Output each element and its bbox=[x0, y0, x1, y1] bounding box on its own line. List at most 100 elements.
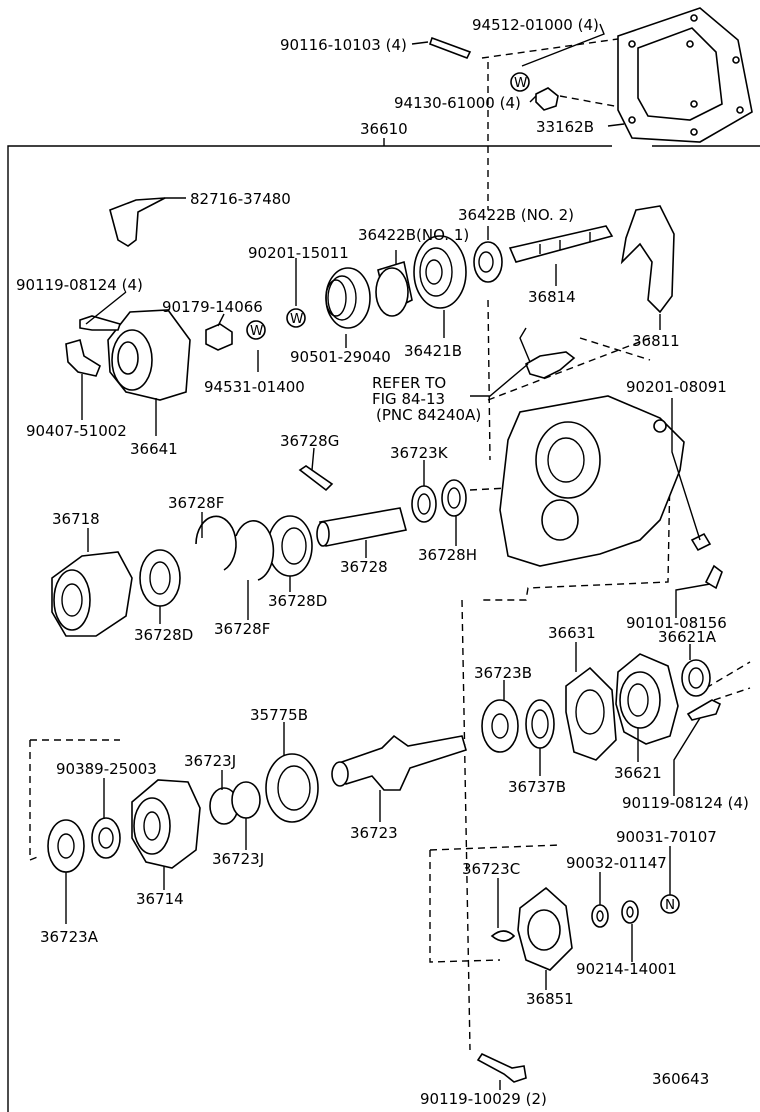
label-90101-08156: 90101-08156 bbox=[626, 614, 727, 632]
svg-text:W: W bbox=[514, 75, 527, 91]
label-35775B: 35775B bbox=[250, 706, 308, 724]
small-washer bbox=[621, 900, 639, 924]
label-36851: 36851 bbox=[526, 990, 574, 1008]
label-90119-08124-b: 90119-08124 (4) bbox=[622, 794, 749, 812]
label-90407-51002: 90407-51002 bbox=[26, 422, 127, 440]
output-bearing bbox=[481, 699, 519, 753]
drive-gear bbox=[265, 753, 319, 823]
main-frame bbox=[7, 145, 760, 1112]
bolt-icon bbox=[476, 1052, 527, 1083]
label-90116-10103: 90116-10103 (4) bbox=[280, 36, 407, 54]
rear-cover bbox=[517, 886, 573, 971]
label-82716-37480: 82716-37480 bbox=[190, 190, 291, 208]
label-36422B-no1: 36422B(NO. 1) bbox=[358, 226, 469, 244]
drain-plug bbox=[690, 532, 712, 552]
label-36723J-top: 36723J bbox=[184, 752, 236, 770]
washer-icon: W bbox=[246, 320, 266, 340]
clutch-hub bbox=[413, 235, 467, 309]
label-36714: 36714 bbox=[136, 890, 184, 908]
stud-bolt bbox=[428, 36, 472, 60]
small-washer bbox=[591, 904, 609, 928]
label-36728F-bottom: 36728F bbox=[214, 620, 270, 638]
label-33162B: 33162B bbox=[536, 118, 594, 136]
idler-gear bbox=[51, 551, 133, 637]
oil-seal bbox=[681, 659, 711, 697]
transfer-case bbox=[499, 395, 685, 567]
plug-icon bbox=[205, 323, 233, 351]
label-36728H: 36728H bbox=[418, 546, 477, 564]
roll-pin bbox=[298, 465, 334, 492]
nut-icon: N bbox=[660, 894, 680, 914]
label-36728F-top: 36728F bbox=[168, 494, 224, 512]
washer-icon: W bbox=[286, 308, 306, 328]
label-90389-25003: 90389-25003 bbox=[56, 760, 157, 778]
output-shaft bbox=[331, 734, 467, 791]
label-36728G: 36728G bbox=[280, 432, 339, 450]
bolt-icon bbox=[79, 315, 122, 331]
svg-text:N: N bbox=[665, 897, 675, 913]
label-90214-14001: 90214-14001 bbox=[576, 960, 677, 978]
cover-plate bbox=[617, 7, 753, 143]
output-gear bbox=[131, 779, 201, 869]
label-36421B: 36421B bbox=[404, 342, 462, 360]
washer-icon: W bbox=[510, 72, 530, 92]
label-90501-29040: 90501-29040 bbox=[290, 348, 391, 366]
snap-ring bbox=[235, 520, 275, 581]
label-36723: 36723 bbox=[350, 824, 398, 842]
snap-ring bbox=[411, 485, 437, 523]
part-labels: 90116-10103 (4) 94512-01000 (4) 94130-61… bbox=[16, 16, 749, 1108]
bearing-retainer bbox=[615, 653, 679, 745]
needle-bearing bbox=[209, 781, 261, 825]
svg-text:W: W bbox=[250, 323, 263, 339]
label-94130-61000: 94130-61000 (4) bbox=[394, 94, 521, 112]
label-36723K: 36723K bbox=[390, 444, 449, 462]
label-36814: 36814 bbox=[528, 288, 576, 306]
label-36737B: 36737B bbox=[508, 778, 566, 796]
label-36610: 36610 bbox=[360, 120, 408, 138]
label-94512-01000: 94512-01000 (4) bbox=[472, 16, 599, 34]
label-refer-line3: (PNC 84240A) bbox=[376, 406, 481, 424]
label-90201-08091: 90201-08091 bbox=[626, 378, 727, 396]
shift-shaft bbox=[508, 225, 614, 263]
label-90179-14066: 90179-14066 bbox=[162, 298, 263, 316]
label-36723B: 36723B bbox=[474, 664, 532, 682]
label-36631: 36631 bbox=[548, 624, 596, 642]
spacer-washer bbox=[91, 817, 121, 859]
label-90119-10029: 90119-10029 (2) bbox=[420, 1090, 547, 1108]
label-36723C: 36723C bbox=[462, 860, 520, 878]
label-36728D-right: 36728D bbox=[268, 592, 327, 610]
snap-ring bbox=[195, 515, 237, 571]
label-refer-line2: FIG 84-13 bbox=[372, 390, 445, 408]
thrust-washer bbox=[525, 699, 555, 749]
woodruff-key bbox=[490, 930, 516, 942]
label-36422B-no2: 36422B (NO. 2) bbox=[458, 206, 574, 224]
gasket bbox=[565, 666, 617, 761]
label-36621A: 36621A bbox=[658, 628, 717, 646]
label-90119-08124-a: 90119-08124 (4) bbox=[16, 276, 143, 294]
label-36723J-bottom: 36723J bbox=[212, 850, 264, 868]
label-refer-line1: REFER TO bbox=[372, 374, 446, 392]
spring-icon bbox=[325, 267, 371, 329]
label-36728: 36728 bbox=[340, 558, 388, 576]
leader-lines bbox=[65, 23, 711, 1090]
svg-text:W: W bbox=[290, 311, 303, 327]
indicator-switch bbox=[519, 327, 576, 379]
bolt-icon bbox=[686, 699, 722, 721]
rear-bearing bbox=[47, 819, 85, 873]
synchro-ring bbox=[473, 241, 503, 283]
bolt-icon bbox=[704, 564, 723, 590]
synchro-sleeve bbox=[375, 260, 413, 317]
pin-icon bbox=[65, 339, 101, 377]
label-36641: 36641 bbox=[130, 440, 178, 458]
shift-fork bbox=[620, 205, 675, 314]
nut-icon bbox=[535, 87, 559, 111]
idler-bearing bbox=[139, 549, 181, 607]
extension-cap bbox=[107, 309, 191, 401]
label-36811: 36811 bbox=[632, 332, 680, 350]
label-36723A: 36723A bbox=[40, 928, 99, 946]
label-90032-01147: 90032-01147 bbox=[566, 854, 667, 872]
thrust-washer bbox=[441, 479, 467, 517]
shift-lever bbox=[109, 197, 166, 247]
label-36621: 36621 bbox=[614, 764, 662, 782]
